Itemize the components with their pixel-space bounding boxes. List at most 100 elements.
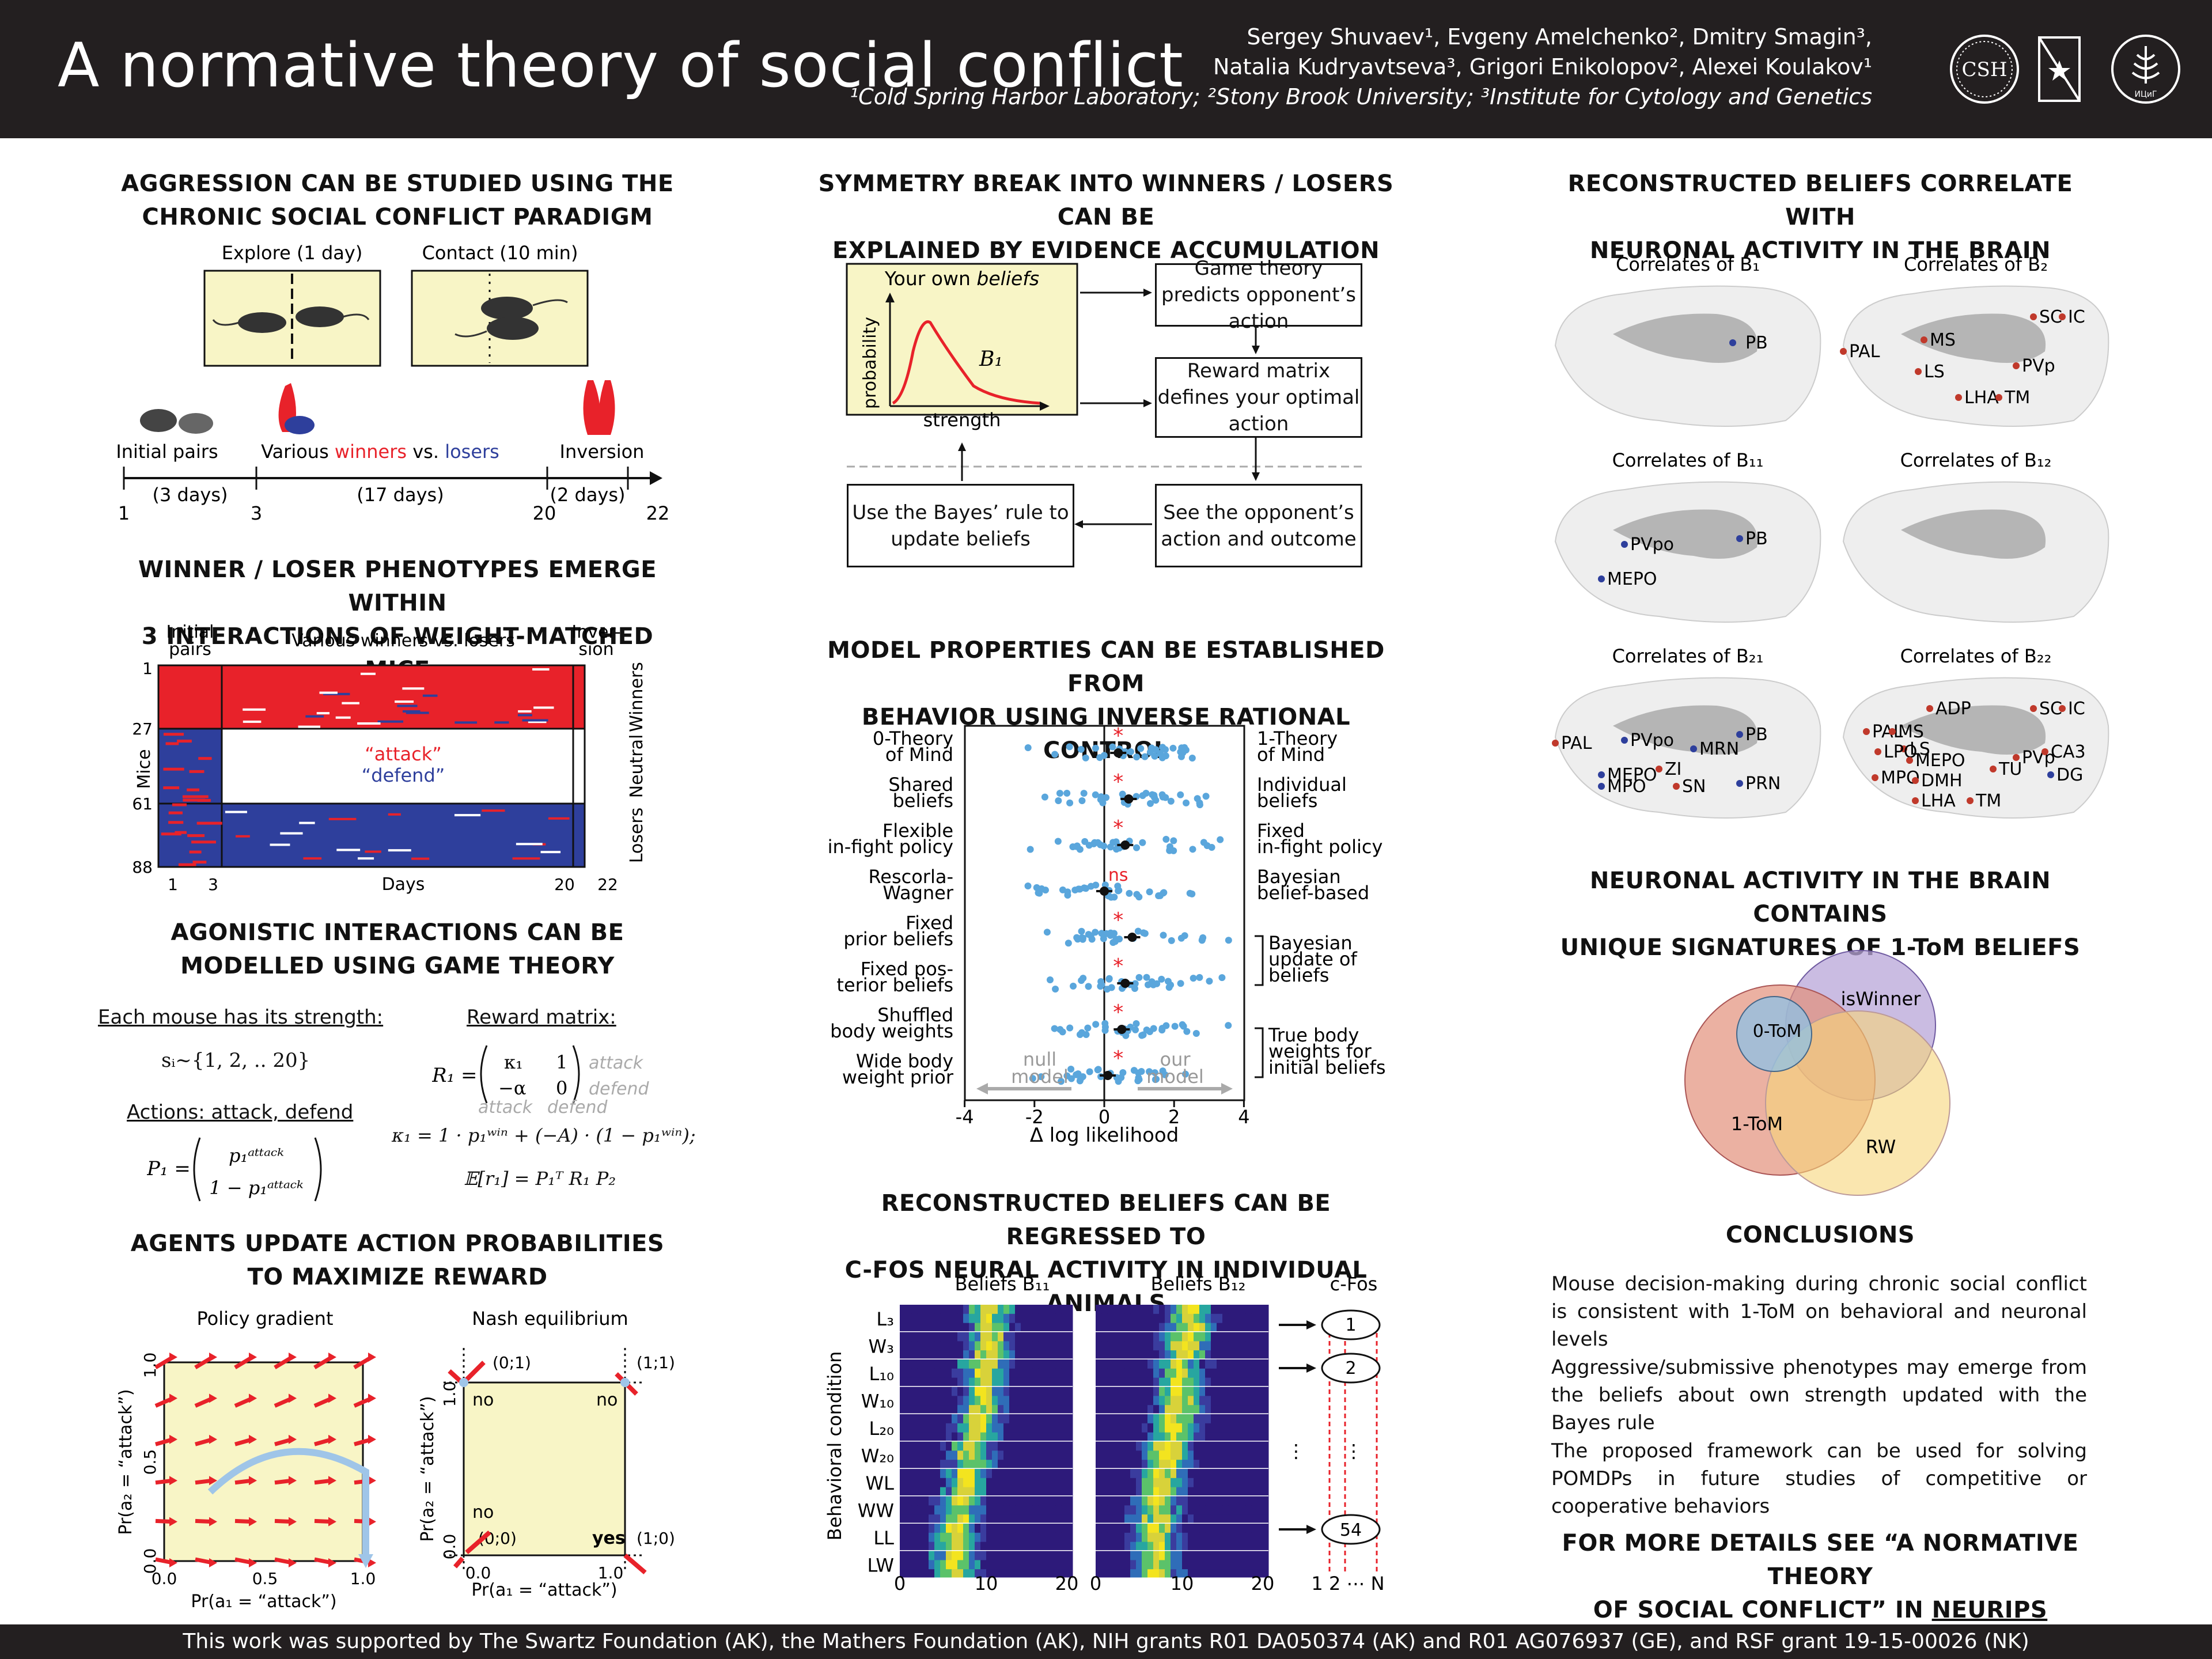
svg-text:88: 88 <box>132 858 153 877</box>
svg-text:“defend”: “defend” <box>362 764 445 786</box>
heatmap-b11 <box>900 1305 1073 1580</box>
region-marker <box>1729 339 1736 346</box>
belief-curve <box>892 320 1040 405</box>
svg-text:probability: probability <box>860 317 880 409</box>
svg-text:1.0: 1.0 <box>141 1353 160 1378</box>
likelihood-point <box>1065 940 1072 947</box>
neurips-link[interactable]: NEURIPS <box>1931 1597 2048 1623</box>
gradient-arrow <box>353 1353 376 1370</box>
region-marker <box>1926 705 1933 712</box>
svg-text:0.5: 0.5 <box>141 1449 160 1475</box>
conclusion-2: Aggressive/submissive phenotypes may eme… <box>1551 1356 2087 1434</box>
region-marker <box>1912 777 1919 784</box>
svg-text:1-ToM: 1-ToM <box>1731 1113 1783 1135</box>
x-tick-label: -2 <box>1025 1106 1044 1128</box>
likelihood-point <box>1166 843 1174 850</box>
reward-matrix: R₁ = κ₁ 1 −α 0 attack defend attack defe… <box>432 1045 650 1118</box>
x-tick-label: -4 <box>956 1106 974 1128</box>
gradient-arrow <box>234 1393 257 1408</box>
likelihood-point <box>1070 982 1077 990</box>
likelihood-point <box>1043 929 1051 936</box>
condition-label: W₂₀ <box>861 1445 894 1467</box>
explore-label: Explore (1 day) <box>222 242 363 264</box>
likelihood-point <box>1146 800 1154 807</box>
region-label: PVp <box>2022 748 2055 768</box>
likelihood-point <box>1101 1027 1109 1034</box>
likelihood-point <box>1109 839 1117 846</box>
svg-text:Pr(a₁ = “attack”): Pr(a₁ = “attack”) <box>191 1592 336 1612</box>
likelihood-point <box>1141 930 1149 937</box>
region-label: PAL <box>1872 722 1903 742</box>
significance-label: * <box>1113 1001 1123 1024</box>
likelihood-point <box>1208 843 1215 851</box>
likelihood-point <box>1161 1071 1169 1078</box>
likelihood-point <box>1139 839 1146 846</box>
likelihood-point <box>1138 1032 1146 1039</box>
svg-text:Your own beliefs: Your own beliefs <box>884 267 1039 290</box>
svg-text:20: 20 <box>1251 1573 1275 1594</box>
region-marker <box>1656 766 1662 772</box>
likelihood-point <box>1206 978 1213 985</box>
likelihood-point <box>1080 790 1088 797</box>
likelihood-point <box>1157 892 1164 899</box>
likelihood-point <box>1171 1022 1179 1030</box>
svg-text:strength: strength <box>923 409 1001 431</box>
section-title-regression: RECONSTRUCTED BELIEFS CAN BE REGRESSED T… <box>844 1190 1368 1317</box>
region-marker <box>1889 728 1896 735</box>
region-label: CA3 <box>2051 742 2086 762</box>
svg-text:1: 1 <box>1345 1315 1356 1335</box>
likelihood-point <box>1150 1025 1157 1032</box>
svg-text:1 2 ⋯ N: 1 2 ⋯ N <box>1311 1573 1384 1594</box>
svg-text:0.0: 0.0 <box>465 1563 491 1582</box>
likelihood-point <box>1132 1020 1140 1028</box>
region-label: LS <box>1924 362 1945 382</box>
mean-point <box>1117 1025 1127 1034</box>
condition-label: L₃ <box>876 1308 894 1330</box>
svg-text:54: 54 <box>1340 1520 1362 1540</box>
left-model-label: terior beliefs <box>836 974 953 996</box>
likelihood-point <box>1092 1021 1100 1028</box>
likelihood-point <box>1078 977 1085 984</box>
gradient-arrow <box>354 1434 376 1446</box>
region-label: MS <box>1930 330 1956 350</box>
likelihood-point <box>1181 932 1188 940</box>
svg-text:22: 22 <box>597 875 618 894</box>
svg-text:model: model <box>1011 1066 1069 1088</box>
region-marker <box>1967 797 1974 804</box>
likelihood-point <box>1067 1075 1075 1082</box>
affiliations: ¹Cold Spring Harbor Laboratory; ²Stony B… <box>849 84 1872 109</box>
svg-text:1 − p₁ᵃᵗᵗᵃᶜᵏ: 1 − p₁ᵃᵗᵗᵃᶜᵏ <box>209 1177 304 1199</box>
right-model-label: Individual <box>1257 774 1347 796</box>
brain-panel-title: Correlates of B₂₂ <box>1900 645 2052 667</box>
brain-panel-title: Correlates of B₂ <box>1904 253 2048 275</box>
likelihood-point <box>1162 1022 1170 1029</box>
svg-text:Initial: Initial <box>166 622 214 642</box>
svg-text:(2 days): (2 days) <box>550 484 625 506</box>
beliefs-box <box>846 263 1078 416</box>
region-marker <box>1921 336 1927 343</box>
authors-line-1: Sergey Shuvaev¹, Evgeny Amelchenko², Dmi… <box>1247 24 1872 50</box>
region-marker <box>1621 737 1628 744</box>
svg-text:3: 3 <box>208 875 218 894</box>
svg-text:κ₁: κ₁ <box>504 1051 523 1073</box>
likelihood-point <box>1149 791 1156 798</box>
gradient-arrow <box>314 1476 336 1486</box>
svg-text:3: 3 <box>251 502 262 524</box>
likelihood-point <box>1113 846 1120 853</box>
svg-text:20: 20 <box>533 502 556 524</box>
likelihood-point <box>1160 931 1167 939</box>
significance-label: * <box>1113 1047 1123 1070</box>
svg-text:Behavioral condition: Behavioral condition <box>824 1351 846 1541</box>
likelihood-point <box>1152 1076 1159 1084</box>
likelihood-point <box>1090 840 1097 847</box>
svg-text:P₁ =: P₁ = <box>147 1157 191 1180</box>
region-marker <box>2047 771 2054 778</box>
likelihood-point <box>1037 1073 1045 1081</box>
region-label: DG <box>2056 765 2083 785</box>
likelihood-point <box>1177 980 1184 987</box>
likelihood-point <box>1225 1022 1232 1029</box>
gradient-arrow <box>194 1353 217 1370</box>
svg-text:Inversion: Inversion <box>560 441 645 463</box>
gradient-arrow <box>274 1557 297 1567</box>
mean-point <box>1120 979 1130 988</box>
